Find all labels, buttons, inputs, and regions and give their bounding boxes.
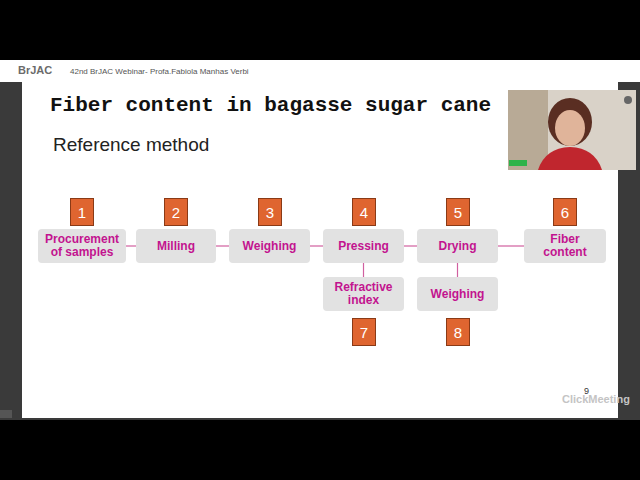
box-label: Pressing (338, 240, 389, 253)
callout-number: 6 (561, 204, 569, 221)
slide-title: Fiber content in bagasse sugar cane (50, 94, 491, 117)
header-strip (0, 60, 640, 82)
webcam-wall (508, 90, 636, 170)
box-label: Milling (157, 240, 195, 253)
viewer-area (0, 60, 640, 420)
step-number: 2 (164, 198, 188, 226)
callout-number: 4 (360, 204, 368, 221)
process-box: Drying (417, 229, 498, 263)
webcam-hair (548, 98, 592, 146)
process-box: Pressing (323, 229, 404, 263)
header-text: 42nd BrJAC Webinar- Profa.Fabiola Manhas… (70, 67, 249, 76)
presenter-tag (0, 410, 12, 418)
callout-number: 2 (172, 204, 180, 221)
callout-number: 7 (360, 324, 368, 341)
connector-line (216, 245, 229, 246)
process-box: Fiber content (524, 229, 606, 263)
process-box: Procurement of samples (38, 229, 126, 263)
box-label: Weighing (431, 288, 485, 301)
webcam-face (555, 110, 585, 146)
box-label: Refractive index (328, 281, 399, 307)
callout-number: 8 (454, 324, 462, 341)
slide-area (22, 82, 618, 418)
connector-line (498, 245, 524, 246)
connector-line (126, 245, 136, 246)
webcam-shirt (538, 147, 602, 170)
connector-line (457, 263, 458, 277)
step-number: 8 (446, 318, 470, 346)
process-box: Weighing (417, 277, 498, 311)
connector-line (310, 245, 323, 246)
callout-number: 5 (454, 204, 462, 221)
callout-number: 3 (266, 204, 274, 221)
callout-number: 1 (78, 204, 86, 221)
slide-subtitle: Reference method (53, 134, 209, 156)
step-number: 3 (258, 198, 282, 226)
webcam-icon (624, 96, 632, 104)
connector-line (404, 245, 417, 246)
step-number: 1 (70, 198, 94, 226)
box-label: Fiber content (529, 233, 601, 259)
step-number: 7 (352, 318, 376, 346)
box-label: Procurement of samples (43, 233, 121, 259)
process-box: Refractive index (323, 277, 404, 311)
logo-text: BrJAC (18, 64, 52, 76)
process-box: Weighing (229, 229, 310, 263)
webcam-tag (509, 160, 527, 166)
box-label: Weighing (243, 240, 297, 253)
box-label: Drying (438, 240, 476, 253)
step-number: 5 (446, 198, 470, 226)
connector-line (363, 263, 364, 277)
webcam-image (508, 90, 636, 170)
webcam-shelf (508, 90, 548, 170)
process-box: Milling (136, 229, 216, 263)
watermark: ClickMeeting (562, 393, 630, 405)
step-number: 6 (553, 198, 577, 226)
step-number: 4 (352, 198, 376, 226)
